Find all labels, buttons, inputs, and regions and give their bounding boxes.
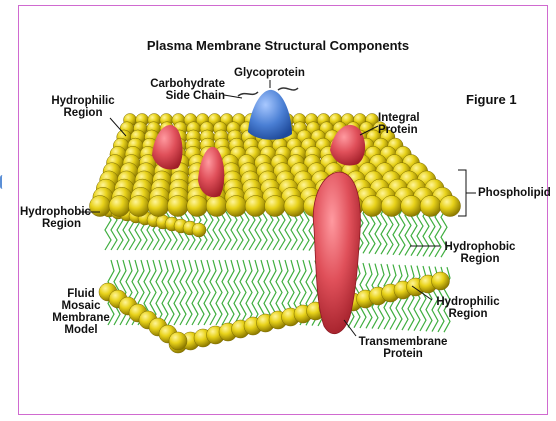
label-hydrophilic-region-top: Hydrophilic Region [48,95,118,119]
lipid-tail [408,265,414,330]
lipid-tail [174,260,180,325]
lipid-tail [234,260,240,325]
label-hydrophobic-region-left: Hydrophobic Region [20,206,91,230]
lipid-tail [204,260,210,325]
label-hydrophobic-region-right: Hydrophobic Region [440,241,520,265]
phospholipid-head [401,196,422,217]
phospholipid-head [167,196,188,217]
phospholipid-head [226,196,247,217]
phospholipid-head [440,196,461,217]
lipid-tail [210,260,216,325]
label-carbohydrate-side-chain: Carbohydrate Side Chain [150,78,225,102]
label-hydrophilic-region-right: Hydrophilic Region [428,296,508,320]
lipid-tail [156,260,162,325]
phospholipid-head [90,196,111,217]
phospholipid-head [245,196,266,217]
lipid-tail [192,260,198,325]
phospholipid-head [187,196,208,217]
label-transmembrane-protein: Transmembrane Protein [348,336,458,360]
label-phospholipid: Phospholipid [478,187,551,199]
lipid-tail [414,266,420,331]
lipid-tail [186,260,192,325]
label-integral-protein: Integral Protein [378,112,420,136]
label-fluid-mosaic-model: Fluid Mosaic Membrane Model [46,288,116,336]
phospholipid-head [284,196,305,217]
phospholipid-head [265,196,286,217]
phospholipid-head [169,332,187,350]
phospholipid-head [362,196,383,217]
phospholipid-head [148,196,169,217]
label-glycoprotein: Glycoprotein [234,67,305,79]
lipid-tail [180,260,186,325]
lipid-tail [168,260,174,325]
lipid-tail [252,260,258,325]
phospholipid-head [109,196,130,217]
lipid-tail [162,260,168,325]
lipid-tail [216,260,222,325]
figure-label: Figure 1 [466,92,517,107]
phospholipid-head [432,272,450,290]
lipid-tail [198,260,204,325]
phospholipid-head [381,196,402,217]
diagram-title: Plasma Membrane Structural Components [0,38,556,53]
phospholipid-head [128,196,149,217]
lipid-tail [222,260,228,325]
phospholipid-head [206,196,227,217]
lipid-tail [228,260,234,325]
phospholipid-head [192,223,206,237]
lipid-tail [240,260,246,325]
phospholipid-head [420,196,441,217]
lipid-tail [246,260,252,325]
